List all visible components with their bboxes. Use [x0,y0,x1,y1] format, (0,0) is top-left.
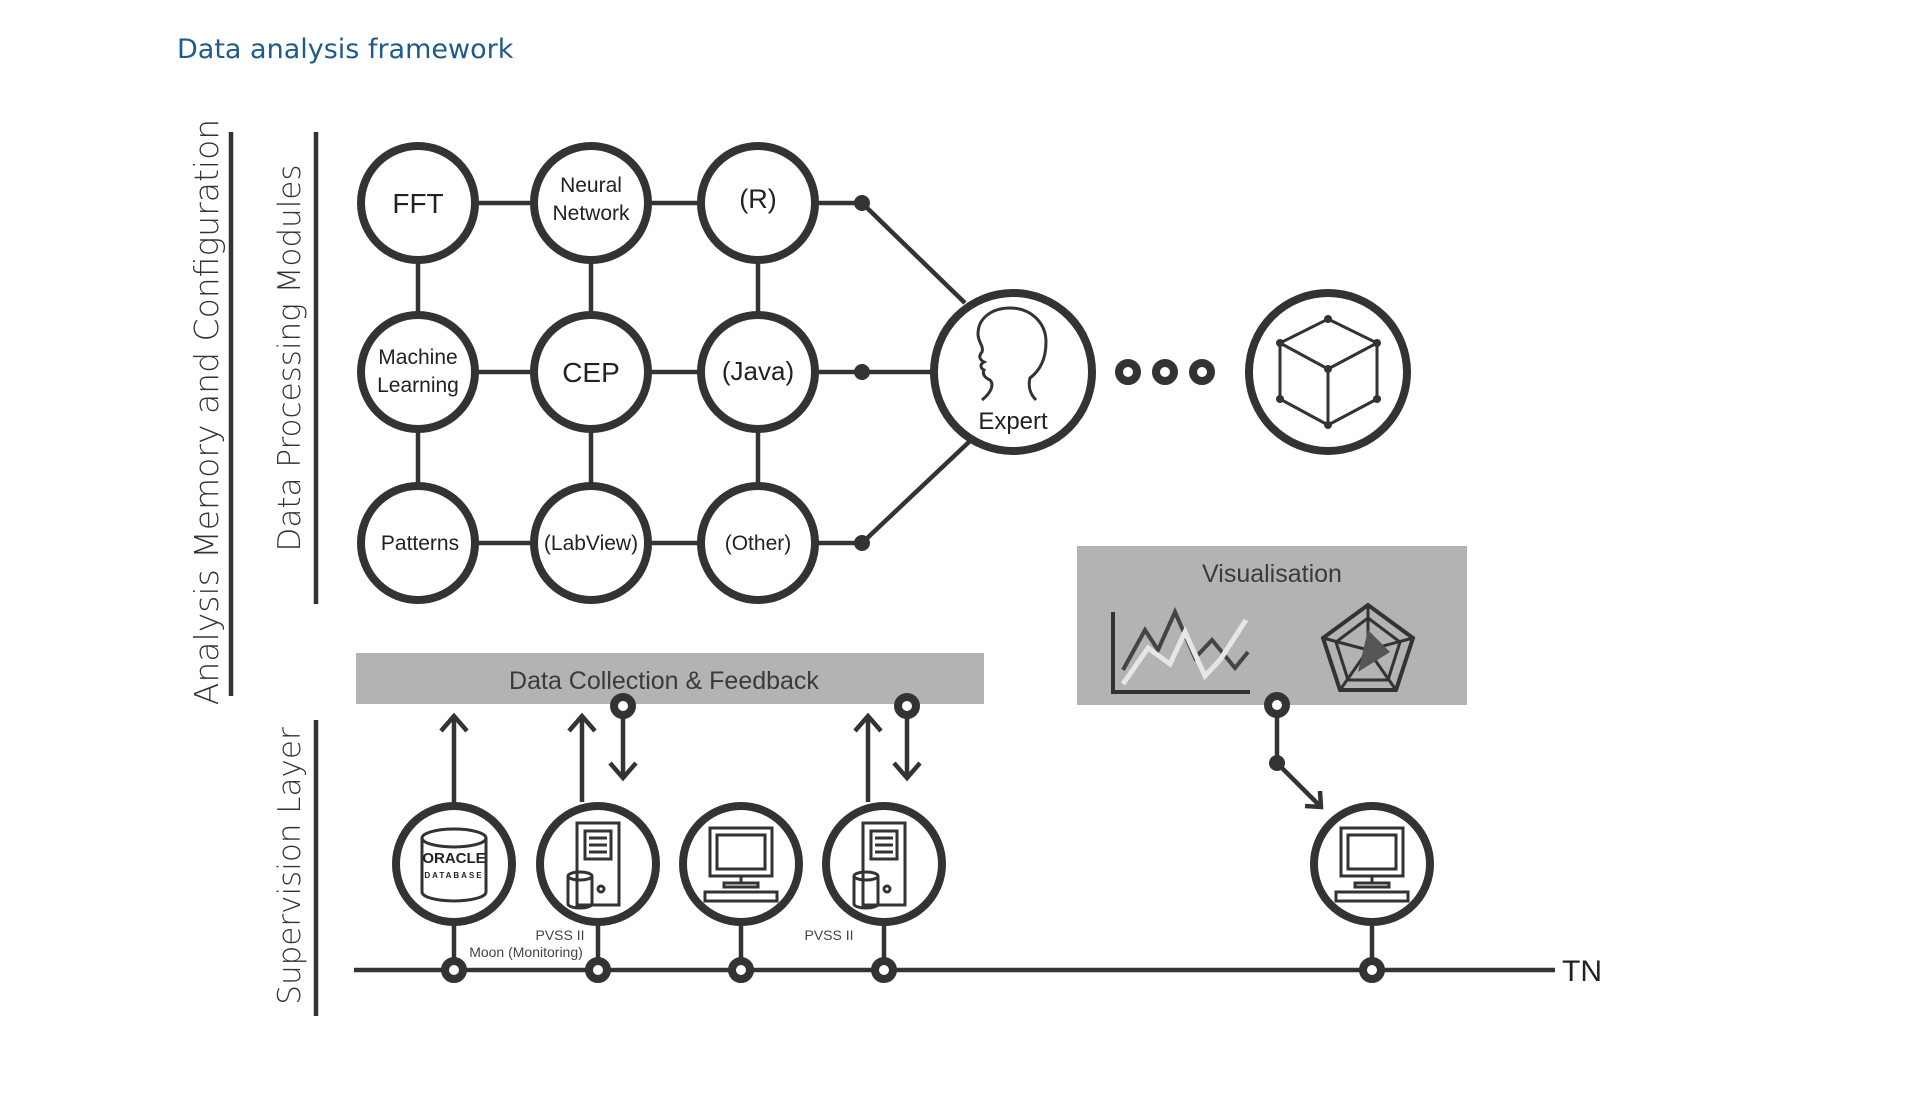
module-machine-learning: Machine Learning [357,311,479,433]
svg-text:(R): (R) [739,184,776,214]
outer-side-label: Analysis Memory and Configuration [187,119,226,705]
station-moon-monitoring [679,802,803,926]
supervision-side-label: Supervision Layer [272,727,308,1005]
radar-chart-icon [1320,602,1416,692]
svg-text:Learning: Learning [377,374,459,397]
computer-icon [1334,826,1410,903]
head-profile-icon [976,306,1048,402]
cube-node [1245,289,1411,455]
svg-text:Expert: Expert [978,408,1048,435]
junction-dot-bottom [854,535,870,551]
module-r: (R) [697,142,819,264]
network-taps [441,957,1385,983]
station-visualisation-terminal [1310,802,1434,926]
modules-side-label: Data Processing Modules [272,164,308,551]
server-icon [852,821,907,910]
svg-text:FFT: FFT [392,188,443,219]
upload-arrows [439,712,883,802]
network-label: TN [1562,955,1602,988]
server-icon [566,821,621,910]
junction-dot-top [854,195,870,211]
svg-text:DATABASE: DATABASE [424,871,483,880]
page-title: Data analysis framework [177,34,514,65]
module-labview: (LabView) [530,482,652,604]
line-chart-icon [1111,607,1250,694]
module-grid-edges [415,200,972,546]
pvss-label-2: PVSS II [804,927,853,943]
expert-node: Expert [930,289,1096,455]
svg-text:(Java): (Java) [722,356,794,386]
module-fft: FFT [357,142,479,264]
station-pvss-server-2 [822,802,946,926]
database-icon [420,827,488,903]
module-neural-network: Neural Network [530,142,652,264]
module-patterns: Patterns [357,482,479,604]
svg-text:Machine: Machine [378,346,457,369]
computer-icon [703,826,779,903]
junction-dot-middle [854,364,870,380]
ellipsis-dots [1115,359,1215,385]
visualisation-link [1264,692,1324,810]
feedback-arrows [608,693,922,782]
svg-text:ORACLE: ORACLE [422,850,485,867]
svg-text:(Other): (Other) [725,532,792,555]
pvss-label-1: PVSS II [535,927,584,943]
moon-monitoring-label: Moon (Monitoring) [469,944,583,960]
module-cep: CEP [530,311,652,433]
module-java: (Java) [697,311,819,433]
svg-text:(LabView): (LabView) [544,532,638,555]
svg-text:Neural: Neural [560,174,622,197]
module-other: (Other) [697,482,819,604]
station-pvss-server-1 [536,802,660,926]
svg-text:CEP: CEP [562,357,620,388]
svg-text:Visualisation: Visualisation [1202,560,1342,588]
station-oracle-database: ORACLE DATABASE [392,802,516,926]
svg-text:Network: Network [552,202,630,225]
svg-text:Data Collection & Feedback: Data Collection & Feedback [509,667,819,695]
data-collection-box: Data Collection & Feedback [356,653,984,704]
svg-text:Patterns: Patterns [381,532,459,555]
visualisation-box: Visualisation [1077,546,1467,705]
